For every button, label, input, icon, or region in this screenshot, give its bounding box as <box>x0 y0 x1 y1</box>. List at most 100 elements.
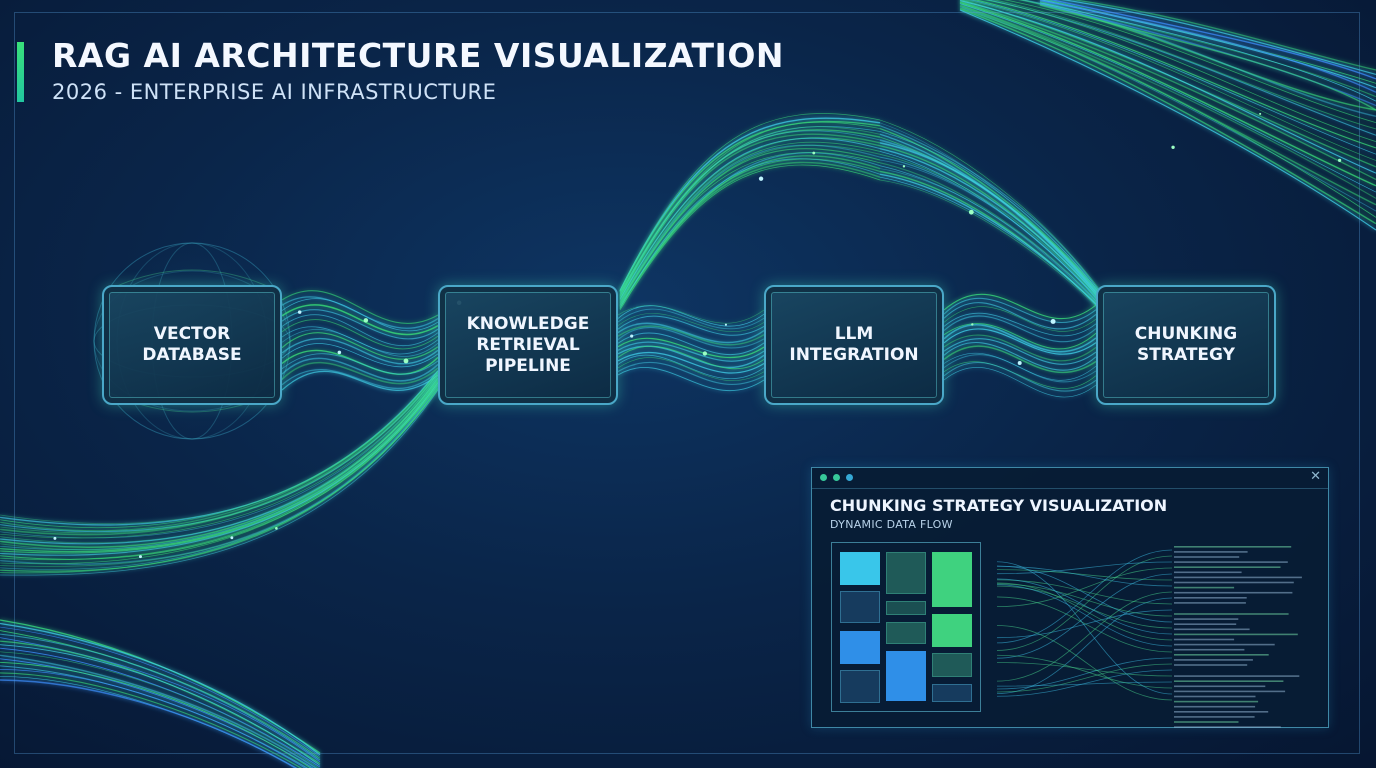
flow-stream-line <box>281 357 439 382</box>
flow-stream-line <box>617 326 765 349</box>
window-dot-icon[interactable] <box>833 474 840 481</box>
panel-flow-line <box>996 657 1173 690</box>
flow-stream-line <box>943 306 1097 332</box>
node-chunking-strategy[interactable]: CHUNKING STRATEGY <box>1096 285 1276 405</box>
flow-spark <box>724 323 727 326</box>
chunk-block <box>840 631 880 664</box>
panel-flow-line <box>996 578 1173 635</box>
flow-stream-line <box>0 661 312 768</box>
flow-stream-line <box>1039 0 1376 93</box>
panel-flow-line <box>996 597 1173 695</box>
flow-stream-line <box>0 651 320 768</box>
panel-flow-line <box>996 669 1173 697</box>
flow-stream-line <box>281 319 439 350</box>
flow-stream-line <box>0 622 321 756</box>
panel-flow-line <box>996 663 1173 693</box>
flow-stream-line <box>943 324 1097 353</box>
flow-stream-line <box>619 158 881 309</box>
node-llm-integration[interactable]: LLM INTEGRATION <box>764 285 944 405</box>
flow-stream-line <box>281 338 439 365</box>
title-accent-bar <box>17 42 24 102</box>
chunk-block <box>932 614 972 647</box>
panel-text-line <box>1174 695 1256 698</box>
panel-text-line <box>1174 602 1246 604</box>
window-dot-icon[interactable] <box>820 474 827 481</box>
flow-stream-line <box>617 322 765 344</box>
flow-stream-line <box>281 343 439 368</box>
flow-stream-line <box>943 328 1097 355</box>
flow-stream-line <box>619 120 881 293</box>
flow-stream-line <box>943 315 1097 343</box>
flow-stream-line <box>943 354 1097 383</box>
flow-stream-line <box>0 375 439 539</box>
flow-stream-line <box>992 0 1376 130</box>
flow-stream-line <box>943 342 1097 371</box>
flow-stream-line <box>1039 2 1376 102</box>
flow-spark <box>1259 112 1262 115</box>
flow-stream-line <box>281 332 439 360</box>
panel-flow-line <box>996 573 1173 659</box>
panel-text-line <box>1174 556 1240 558</box>
chunking-panel: ✕ CHUNKING STRATEGY VISUALIZATION DYNAMI… <box>811 467 1329 728</box>
flow-stream-line <box>619 137 881 300</box>
chunk-block <box>840 591 880 623</box>
flow-stream-line <box>281 329 439 357</box>
chunk-block <box>886 552 926 594</box>
flow-spark <box>1338 158 1342 162</box>
panel-text-line <box>1174 623 1237 625</box>
flow-stream-line <box>617 305 765 324</box>
panel-flow-line <box>996 585 1173 629</box>
panel-flow-line <box>996 596 1173 653</box>
flow-spark <box>902 165 906 168</box>
flow-stream-line <box>1019 0 1376 117</box>
flow-spark <box>1050 318 1056 324</box>
flow-stream-line <box>879 127 1101 294</box>
flow-stream-line <box>617 337 765 359</box>
panel-text-line <box>1174 659 1253 661</box>
node-knowledge-retrieval-pipeline[interactable]: KNOWLEDGE RETRIEVAL PIPELINE <box>438 285 618 405</box>
flow-spark <box>230 536 234 540</box>
flow-stream-line <box>0 647 321 768</box>
panel-text-line <box>1174 566 1281 568</box>
flow-stream-line <box>959 0 1376 174</box>
panel-text-line <box>1174 571 1242 574</box>
flow-stream-line <box>0 637 321 763</box>
panel-flow-line <box>996 579 1173 605</box>
node-vector-database[interactable]: VECTOR DATABASE <box>102 285 282 405</box>
panel-text-line <box>1174 643 1275 646</box>
flow-stream-line <box>943 362 1097 392</box>
panel-title: CHUNKING STRATEGY VISUALIZATION <box>830 496 1168 515</box>
flow-stream-line <box>943 361 1097 389</box>
flow-stream-line <box>943 367 1097 398</box>
panel-text-line <box>1174 546 1292 548</box>
flow-stream-line <box>1049 0 1376 80</box>
flow-spark <box>297 310 302 314</box>
flow-stream-line <box>0 633 321 761</box>
panel-flow-line <box>996 591 1173 682</box>
flow-stream-line <box>281 290 439 324</box>
flow-stream-line <box>619 161 881 310</box>
flow-stream-line <box>943 302 1097 330</box>
chunk-block <box>932 653 972 677</box>
flow-stream-line <box>879 142 1101 299</box>
panel-flow-line <box>996 569 1173 581</box>
panel-flow-line <box>996 662 1173 677</box>
node-label: CHUNKING STRATEGY <box>1134 324 1238 365</box>
panel-text-line <box>1174 726 1281 728</box>
panel-text-line <box>1174 561 1288 563</box>
close-icon[interactable]: ✕ <box>1310 469 1321 484</box>
flow-stream-line <box>879 145 1101 300</box>
panel-flow-line <box>996 609 1173 639</box>
flow-stream-line <box>0 644 321 766</box>
flow-stream-line <box>1061 0 1376 76</box>
flow-stream-line <box>617 345 765 370</box>
flow-stream-line <box>617 305 765 327</box>
panel-flow-line <box>996 555 1173 651</box>
panel-flow-line <box>996 654 1173 689</box>
flow-stream-line <box>281 298 439 332</box>
flow-stream-line <box>619 113 881 291</box>
flow-stream-line <box>0 371 439 529</box>
flow-stream-line <box>281 361 439 385</box>
window-dot-icon[interactable] <box>846 474 853 481</box>
panel-text-line <box>1174 705 1256 708</box>
